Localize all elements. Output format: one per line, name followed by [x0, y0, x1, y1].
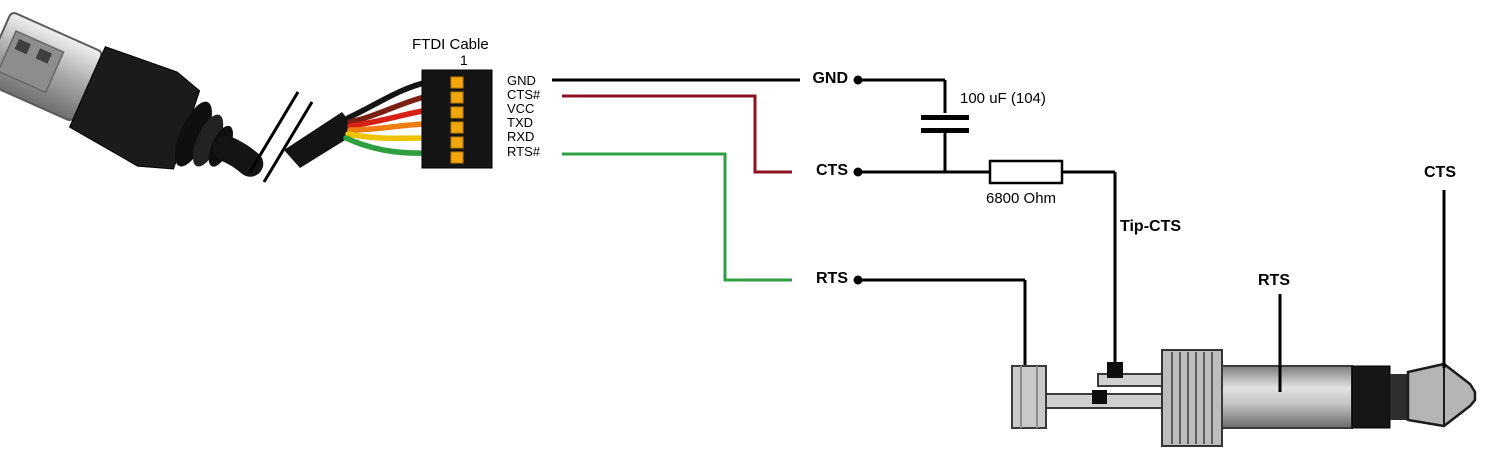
jack-neck — [1390, 374, 1408, 420]
pin-4-txd — [450, 121, 464, 134]
resistor-label: 6800 Ohm — [986, 190, 1057, 207]
pin-2-cts — [450, 91, 464, 104]
pin-3-vcc — [450, 106, 464, 119]
jack-tip-contact-label: Tip-CTS — [1120, 218, 1182, 235]
pin-6-rts — [450, 151, 464, 164]
rts-net — [862, 278, 1027, 370]
ftdi-cable-title: FTDI Cable — [412, 36, 489, 53]
pin-5-rxd — [450, 136, 464, 149]
usb-cable — [213, 135, 264, 177]
pin-label-vcc: VCC — [507, 101, 535, 116]
wire-yellow-rxd — [345, 131, 431, 142]
gnd-node-dot — [853, 75, 863, 85]
wire-red-vcc — [347, 107, 431, 129]
node-label-cts: CTS — [816, 162, 848, 179]
trs-jack-drawing — [1011, 190, 1477, 447]
wire-black-gnd — [345, 79, 431, 121]
jack-ring-solder-pad — [1092, 390, 1107, 404]
pin-label-gnd: GND — [507, 73, 536, 88]
gnd-net — [552, 78, 969, 172]
usb-strain-rib-2 — [192, 114, 224, 167]
usb-socket-window — [0, 29, 65, 94]
pin-1-gnd — [450, 76, 464, 89]
jack-tip-cone — [1406, 362, 1477, 428]
wire-green-rts — [343, 135, 431, 156]
jack-barrel — [1221, 365, 1353, 429]
pin1-marker: 1 — [460, 52, 468, 68]
usb-strain-rib-1 — [174, 101, 212, 167]
usb-plastic-body — [68, 46, 201, 170]
jack-thread-grooves — [1171, 352, 1213, 444]
jack-tip-point-label: CTS — [1424, 164, 1456, 181]
cable-break-marks — [248, 91, 314, 183]
wire-orange-txd — [347, 121, 431, 133]
ftdi-connector — [421, 69, 493, 169]
pin-label-cts: CTS# — [507, 87, 541, 102]
capacitor-label: 100 uF (104) — [960, 90, 1046, 107]
pin-label-rts: RTS# — [507, 144, 540, 159]
pin-label-rxd: RXD — [507, 129, 535, 144]
cts-node-dot — [853, 167, 863, 177]
usb-plug-image — [0, 12, 264, 177]
jack-body-label: RTS — [1258, 272, 1290, 289]
cable-stub — [284, 112, 358, 168]
node-label-gnd: GND — [812, 70, 848, 87]
jack-clamp-detail-lines — [1020, 366, 1038, 428]
node-label-rts: RTS — [816, 270, 848, 287]
ftdi-wire-fan — [343, 79, 431, 156]
resistor-body — [988, 159, 1064, 185]
rts-node-dot — [853, 275, 863, 285]
jack-cable-clamp — [1011, 365, 1047, 429]
usb-contact-2 — [35, 48, 52, 64]
cts-colored-wire — [562, 94, 792, 174]
jack-black-band — [1351, 365, 1391, 429]
ftdi-connector-pins — [450, 76, 464, 164]
jack-tip-solder-pad — [1107, 362, 1123, 378]
usb-contact-1 — [14, 38, 31, 55]
pin-label-txd: TXD — [507, 115, 533, 130]
wire-brown-cts — [347, 93, 431, 125]
cts-net — [862, 170, 1117, 364]
rts-colored-wire — [562, 152, 792, 282]
